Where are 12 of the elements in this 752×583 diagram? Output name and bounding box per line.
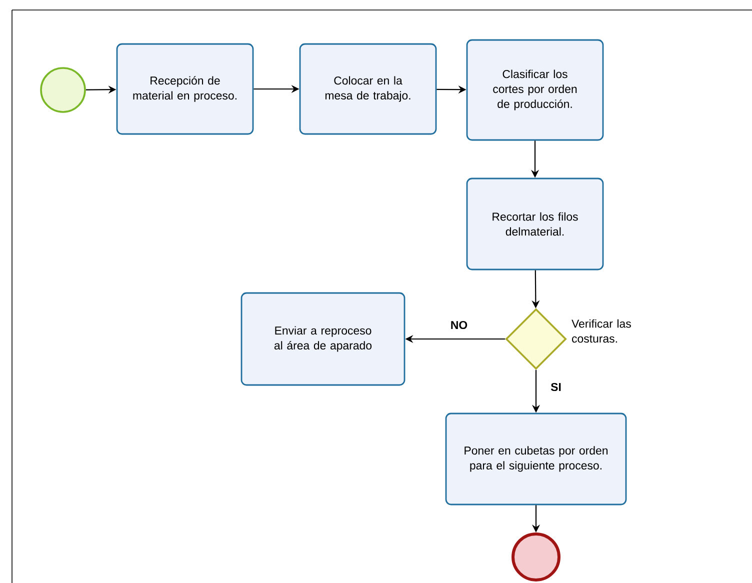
beside-text: Verificar las costuras. — [572, 319, 631, 343]
start-event-circle — [40, 67, 86, 113]
process-box: Enviar a reproceso al área de aparado — [240, 292, 406, 386]
process-box: Clasificar los cortes por orden de producción. — [466, 39, 604, 141]
edge-label: NO — [449, 320, 469, 330]
process-box: Recortar los filos delmaterial. — [466, 178, 604, 270]
end-event-circle — [512, 532, 560, 582]
process-box: Poner en cubetas por orden para el siguiente proceso. — [445, 412, 627, 506]
process-box: Recepción de material en proceso. — [116, 43, 254, 135]
process-box: Colocar en la mesa de trabajo. — [299, 43, 437, 135]
decision-diamond — [505, 308, 567, 370]
edge-label: SI — [550, 382, 562, 392]
